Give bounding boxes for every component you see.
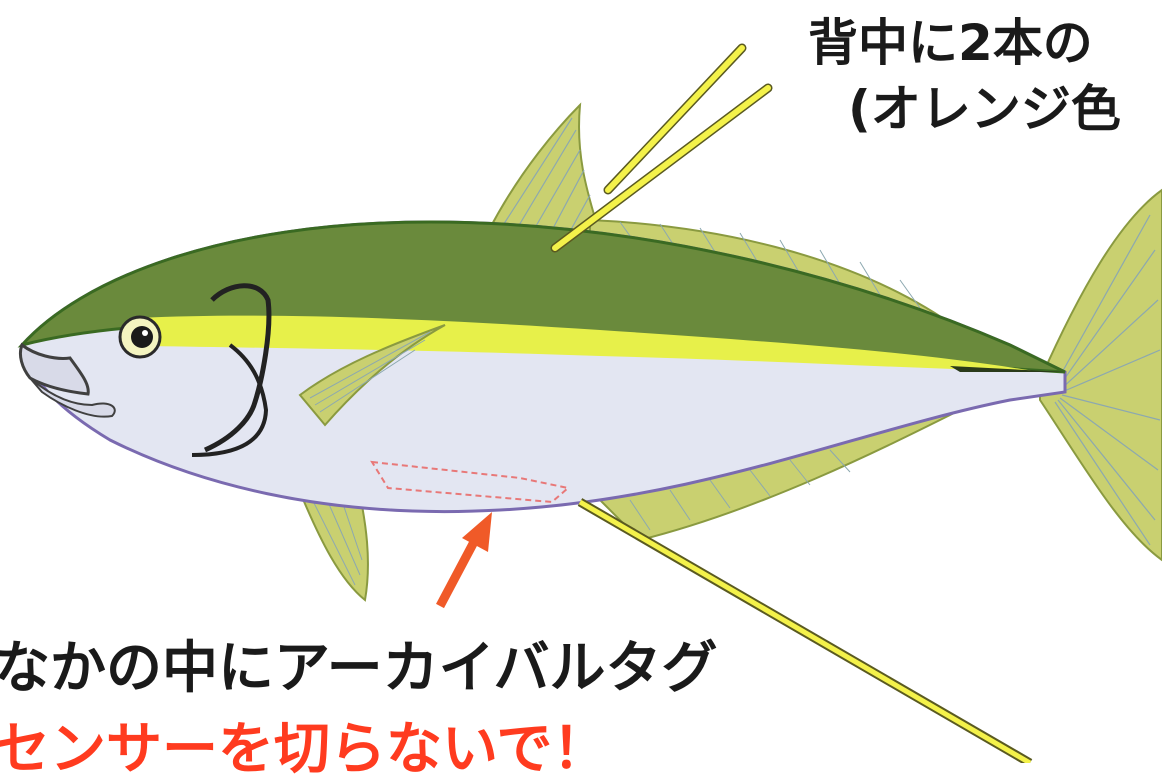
bottom-warning-label: センサーを切らないで！	[0, 717, 609, 782]
gill-cover	[203, 283, 272, 453]
pelvic-fin	[298, 490, 369, 602]
tail-fin	[1039, 188, 1162, 562]
sensor-region	[370, 460, 571, 504]
bottom-label-line1: なかの中にアーカイバルタグ	[0, 636, 718, 701]
top-label-line1: 背中に2本の	[808, 14, 1093, 72]
top-label-line2: (オレンジ色	[848, 80, 1121, 138]
orange-arrow-icon	[436, 512, 492, 609]
dorsal-fin-front	[486, 102, 602, 237]
pectoral-fin	[298, 324, 446, 427]
fish-body	[17, 220, 1067, 514]
fish-diagram	[17, 43, 1162, 763]
fish-head	[18, 283, 272, 457]
belly-streamer-tag-icon	[577, 498, 1033, 763]
dorsal-dart-tag-icon	[550, 43, 773, 253]
